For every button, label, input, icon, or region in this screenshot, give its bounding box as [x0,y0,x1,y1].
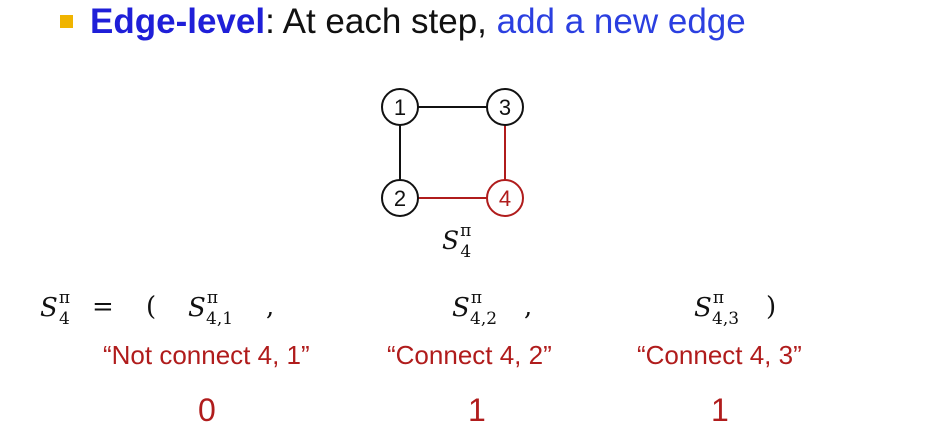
value-3: 1 [711,392,729,428]
close-paren: ) [766,292,777,322]
term-4-2: Sπ4,2 [452,288,497,329]
lhs-sub: 4 [59,309,70,329]
graph-caption: Sπ4 [442,221,471,262]
node-2-label: 2 [394,186,406,211]
bullet-square [60,15,73,28]
lhs-base: S [40,293,58,323]
equation-lhs: Sπ4 [40,288,70,329]
heading-plain: : At each step, [265,2,497,41]
comma-2: , [524,292,533,322]
explanation-1: “Not connect 4, 1” [103,340,310,370]
explanation-2: “Connect 4, 2” [387,340,552,370]
caption-sub: 4 [460,242,472,262]
heading-colored: add a new edge [496,2,746,41]
node-4-label: 4 [499,186,511,211]
caption-sup: π [460,221,472,241]
open-paren: ( [146,292,157,322]
term-4-3-base: S [694,293,712,323]
term-4-1-base: S [188,293,206,323]
equals-sign: = [92,292,114,322]
node-1 [381,88,419,126]
node-2 [381,179,419,217]
node-3 [486,88,524,126]
term-4-2-sup: π [470,288,482,308]
node-1-label: 1 [394,95,406,120]
comma-1: , [266,292,275,322]
lhs-sup: π [58,288,70,308]
caption-base: S [442,226,460,255]
node-3-label: 3 [499,95,511,120]
term-4-3-sub: 4,3 [712,309,740,329]
value-1: 0 [198,392,216,428]
graph-diagram: 1 3 2 4 [381,88,524,217]
term-4-1-sup: π [206,288,218,308]
term-4-2-sub: 4,2 [470,309,498,329]
slide-heading: Edge-level: At each step, add a new edge [90,0,746,44]
heading-bold: Edge-level [90,2,266,41]
explanation-3: “Connect 4, 3” [637,340,802,370]
term-4-1: Sπ4,1 [188,288,233,329]
value-2: 1 [468,392,486,428]
node-4 [486,179,524,217]
term-4-1-sub: 4,1 [206,309,234,329]
term-4-3: Sπ4,3 [694,288,739,329]
term-4-3-sup: π [712,288,724,308]
term-4-2-base: S [452,293,470,323]
